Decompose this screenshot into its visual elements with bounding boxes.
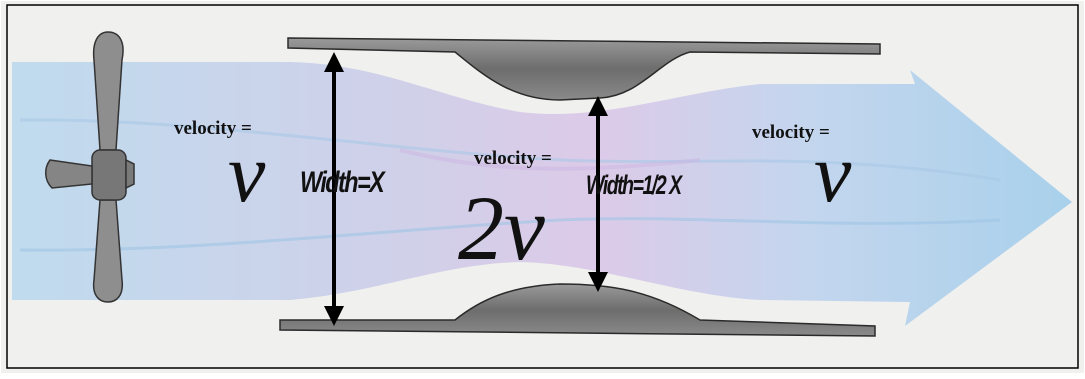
left-velocity-label: velocity = [174, 118, 252, 139]
left-velocity-symbol: v [228, 127, 266, 220]
width-half-x-label: Width=1/2 X [586, 170, 682, 200]
middle-velocity-symbol: 2v [458, 177, 545, 279]
top-wall [287, 37, 881, 101]
bottom-wall [279, 283, 876, 337]
right-velocity-label: velocity = [752, 122, 830, 143]
frame-border [6, 4, 1079, 369]
airflow-stream [12, 62, 1072, 326]
width-x-label: Width=X [300, 166, 385, 199]
flow-streak [19, 118, 1001, 182]
middle-velocity-label: velocity = [474, 148, 552, 169]
propeller-icon [45, 31, 135, 303]
flow-streak [19, 217, 1001, 252]
flow-streak [399, 148, 701, 171]
right-velocity-symbol: v [814, 127, 852, 220]
